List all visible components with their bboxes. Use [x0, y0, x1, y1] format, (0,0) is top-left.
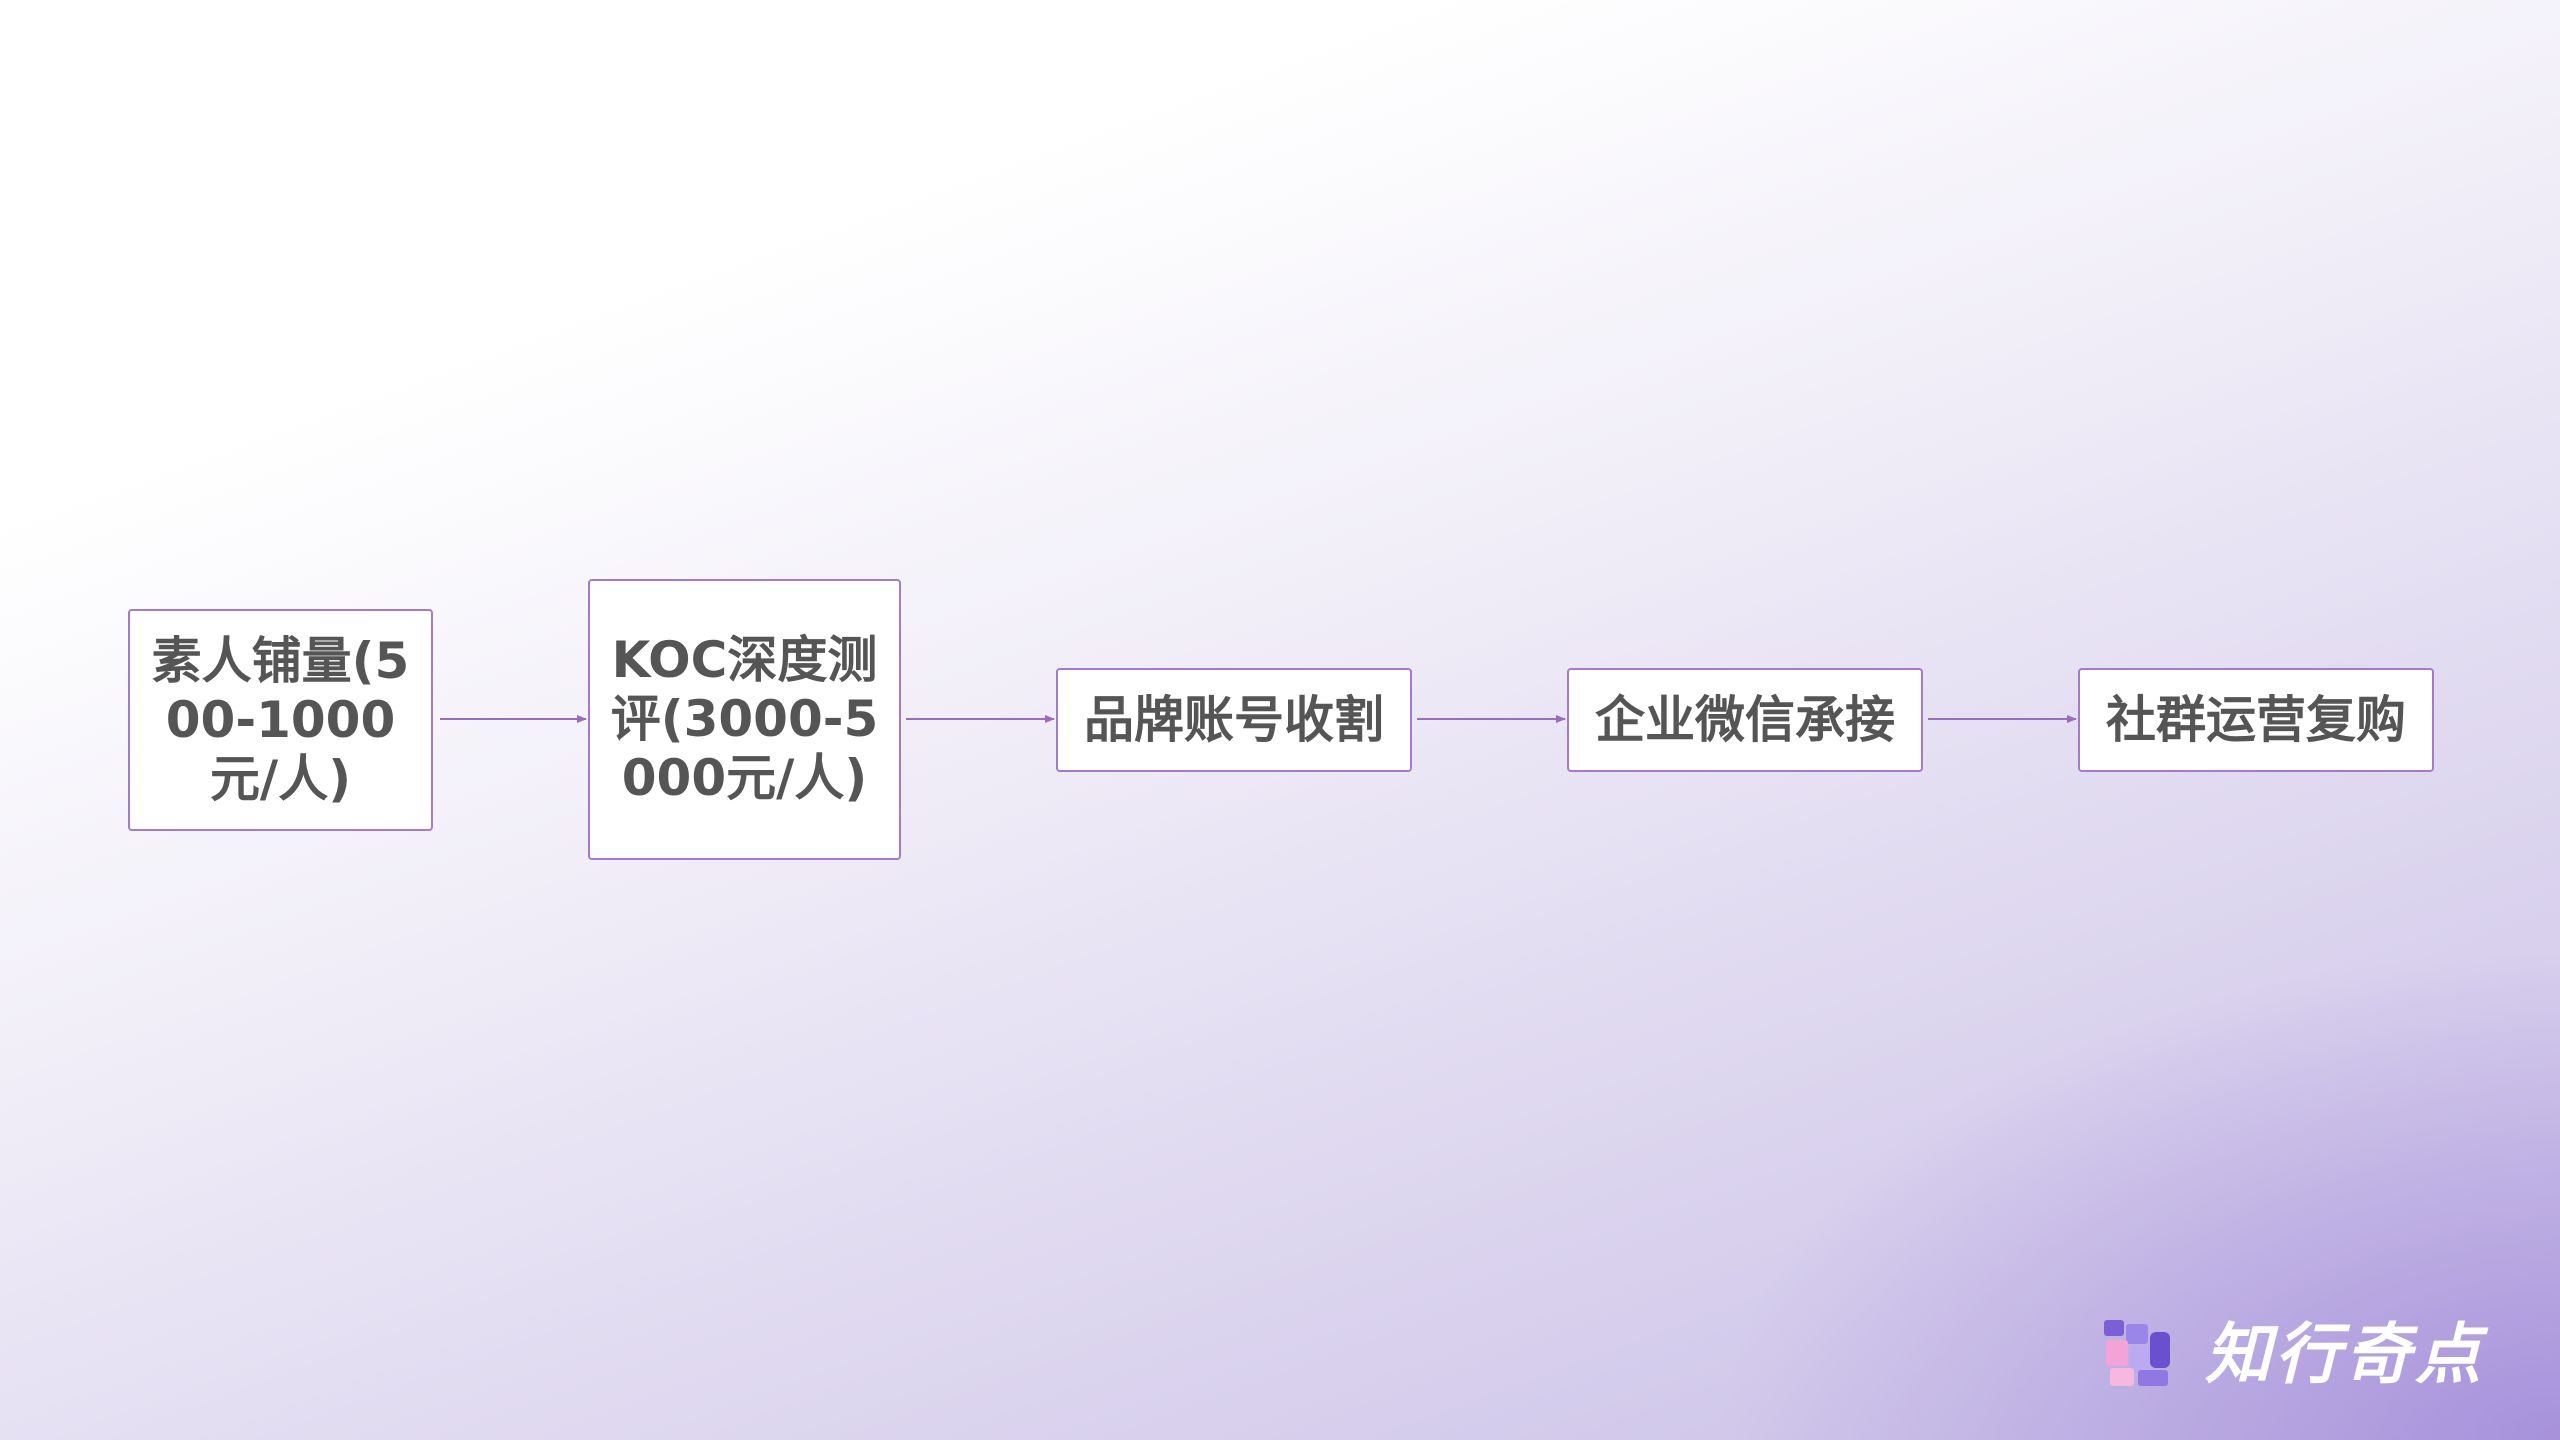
flow-node-4: 企业微信承接 [1567, 668, 1923, 772]
brand-logo: 知行奇点 [2100, 1310, 2520, 1400]
flow-node-2: KOC深度测评(3000-5000元/人) [588, 579, 901, 860]
flow-node-5-label: 社群运营复购 [2106, 690, 2406, 749]
flow-node-4-label: 企业微信承接 [1595, 690, 1895, 749]
flow-node-3-label: 品牌账号收割 [1084, 690, 1384, 749]
flow-node-1: 素人铺量(500-1000元/人) [128, 609, 433, 831]
flow-node-5: 社群运营复购 [2078, 668, 2434, 772]
flow-node-2-label: KOC深度测评(3000-5000元/人) [610, 631, 879, 807]
flow-node-3: 品牌账号收割 [1056, 668, 1412, 772]
flow-node-1-label: 素人铺量(500-1000元/人) [151, 631, 410, 808]
brand-name: 知行奇点 [2205, 1316, 2485, 1393]
brand-logo-icon [2104, 1320, 2170, 1386]
